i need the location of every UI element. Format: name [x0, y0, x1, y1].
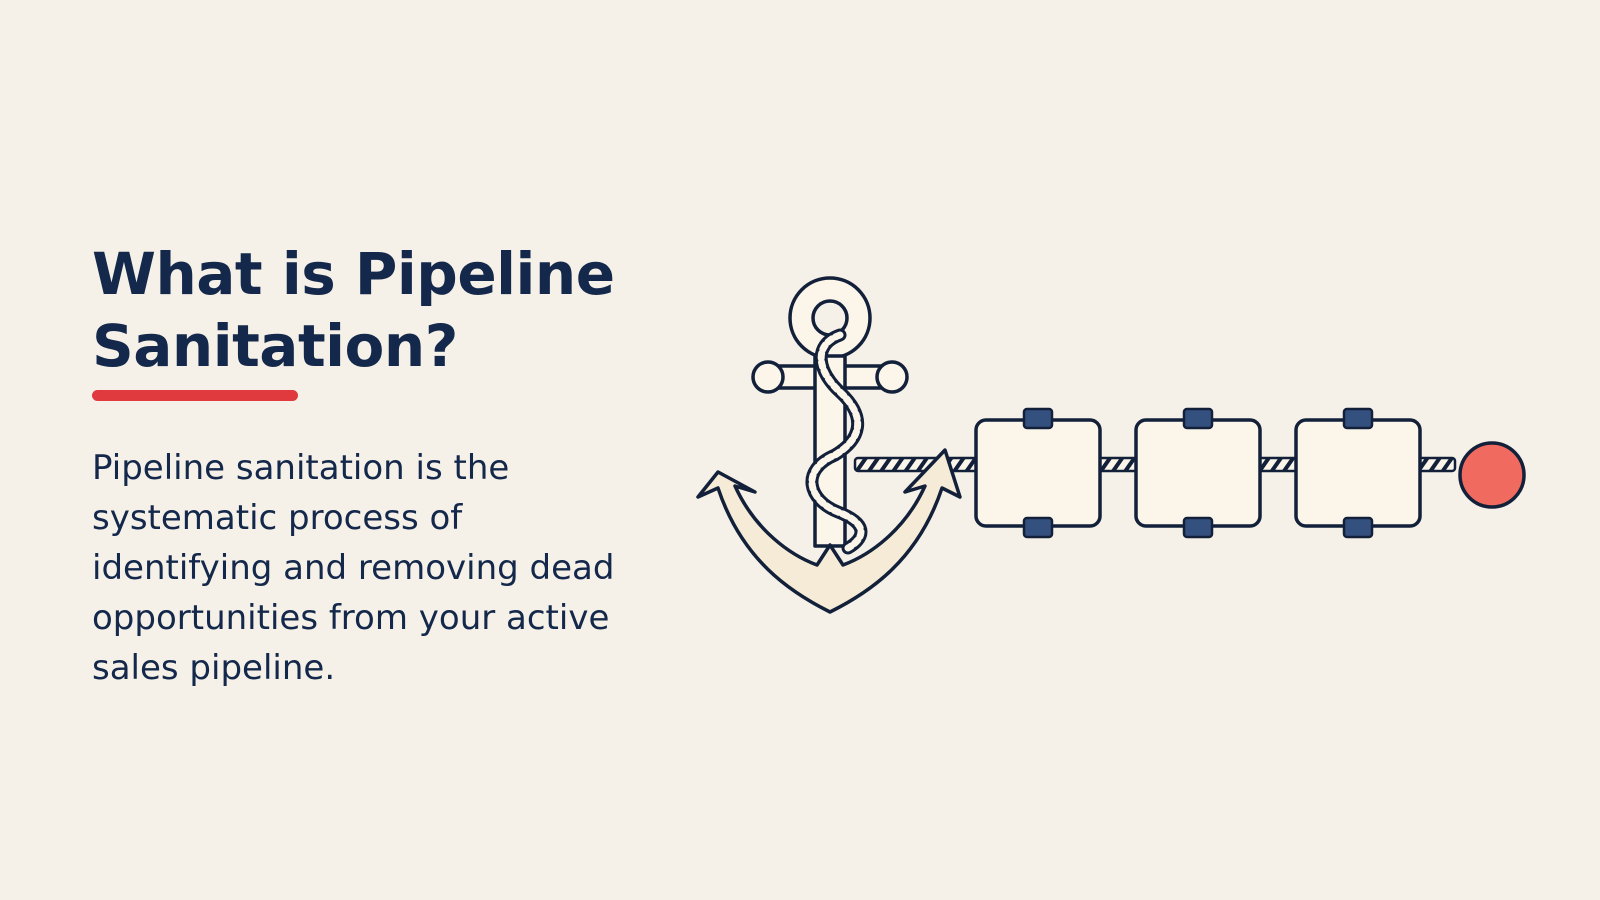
- slide-body-text: Pipeline sanitation is the systematic pr…: [92, 448, 615, 688]
- anchored-pipeline-illustration: [696, 276, 1526, 614]
- pipeline-stage-1: [974, 407, 1102, 539]
- pipeline-stage-3: [1294, 407, 1422, 539]
- pipeline-stage-2: [1134, 407, 1262, 539]
- endpoint-buoy-icon: [1458, 441, 1526, 509]
- slide-title-line-2: Sanitation?: [92, 312, 458, 380]
- title-underline: [92, 390, 298, 401]
- slide-title: What is Pipeline Sanitation?: [92, 238, 672, 382]
- anchor-icon: [696, 276, 962, 614]
- text-block: What is Pipeline Sanitation? Pipeline sa…: [92, 238, 672, 693]
- slide-title-line-1: What is Pipeline: [92, 240, 615, 308]
